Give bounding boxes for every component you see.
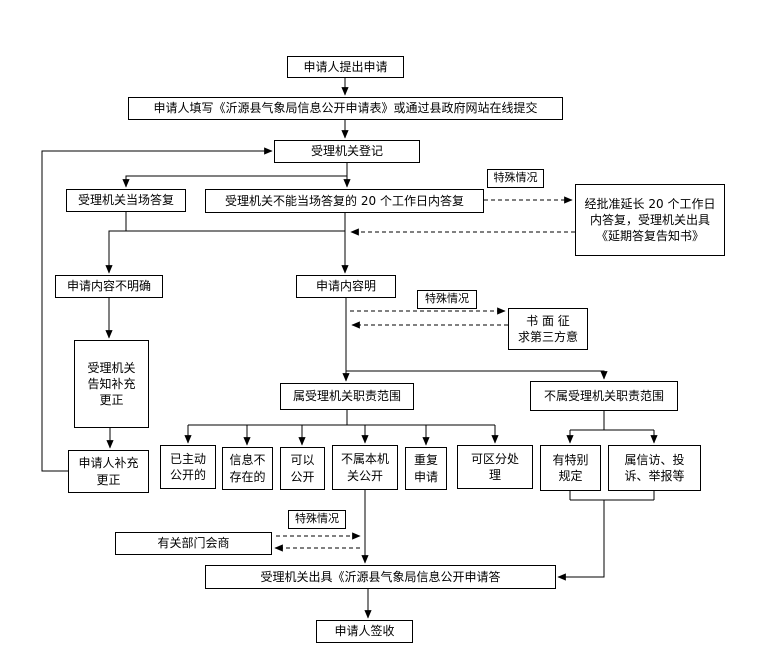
node-reply-20days: 受理机关不能当场答复的 20 个工作日内答复 (205, 189, 484, 213)
node-consult: 有关部门会商 (115, 532, 272, 555)
node-special-case-1: 特殊情况 (487, 169, 544, 188)
node-special-case-3: 特殊情况 (288, 510, 346, 529)
node-in-scope: 属受理机关职责范围 (280, 383, 414, 410)
node-not-exist: 信息不 存在的 (222, 447, 273, 490)
node-applicant-supplement: 申请人补充 更正 (68, 450, 149, 493)
node-onspot-reply: 受理机关当场答复 (66, 189, 186, 212)
node-special-rule: 有特别 规定 (540, 445, 601, 491)
node-content-unclear: 申请内容不明确 (55, 275, 163, 298)
node-notify-supplement: 受理机关 告知补充 更正 (74, 340, 149, 428)
edges-solid (41, 78, 658, 619)
node-content-clear: 申请内容明 (296, 275, 396, 298)
node-separable: 可区分处 理 (457, 445, 533, 489)
node-sign: 申请人签收 (316, 620, 413, 643)
node-not-this-org: 不属本机 关公开 (332, 445, 398, 490)
node-apply: 申请人提出申请 (287, 56, 404, 78)
node-special-case-2: 特殊情况 (417, 290, 477, 309)
node-petition: 属信访、投 诉、举报等 (608, 445, 701, 491)
node-repeat-apply: 重复 申请 (405, 447, 447, 490)
edges-dashed (274, 196, 575, 552)
node-already-public: 已主动 公开的 (160, 445, 216, 489)
node-can-public: 可以 公开 (280, 447, 325, 490)
node-fill-form: 申请人填写《沂源县气象局信息公开申请表》或通过县政府网站在线提交 (128, 97, 563, 120)
node-register: 受理机关登记 (274, 140, 420, 163)
node-issue-reply: 受理机关出具《沂源县气象局信息公开申请答 (205, 565, 556, 589)
node-out-scope: 不属受理机关职责范围 (530, 381, 678, 411)
node-extend-reply: 经批准延长 20 个工作日 内答复，受理机关出具 《延期答复告知书》 (575, 184, 725, 256)
node-third-party: 书 面 征 求第三方意 (508, 308, 588, 350)
